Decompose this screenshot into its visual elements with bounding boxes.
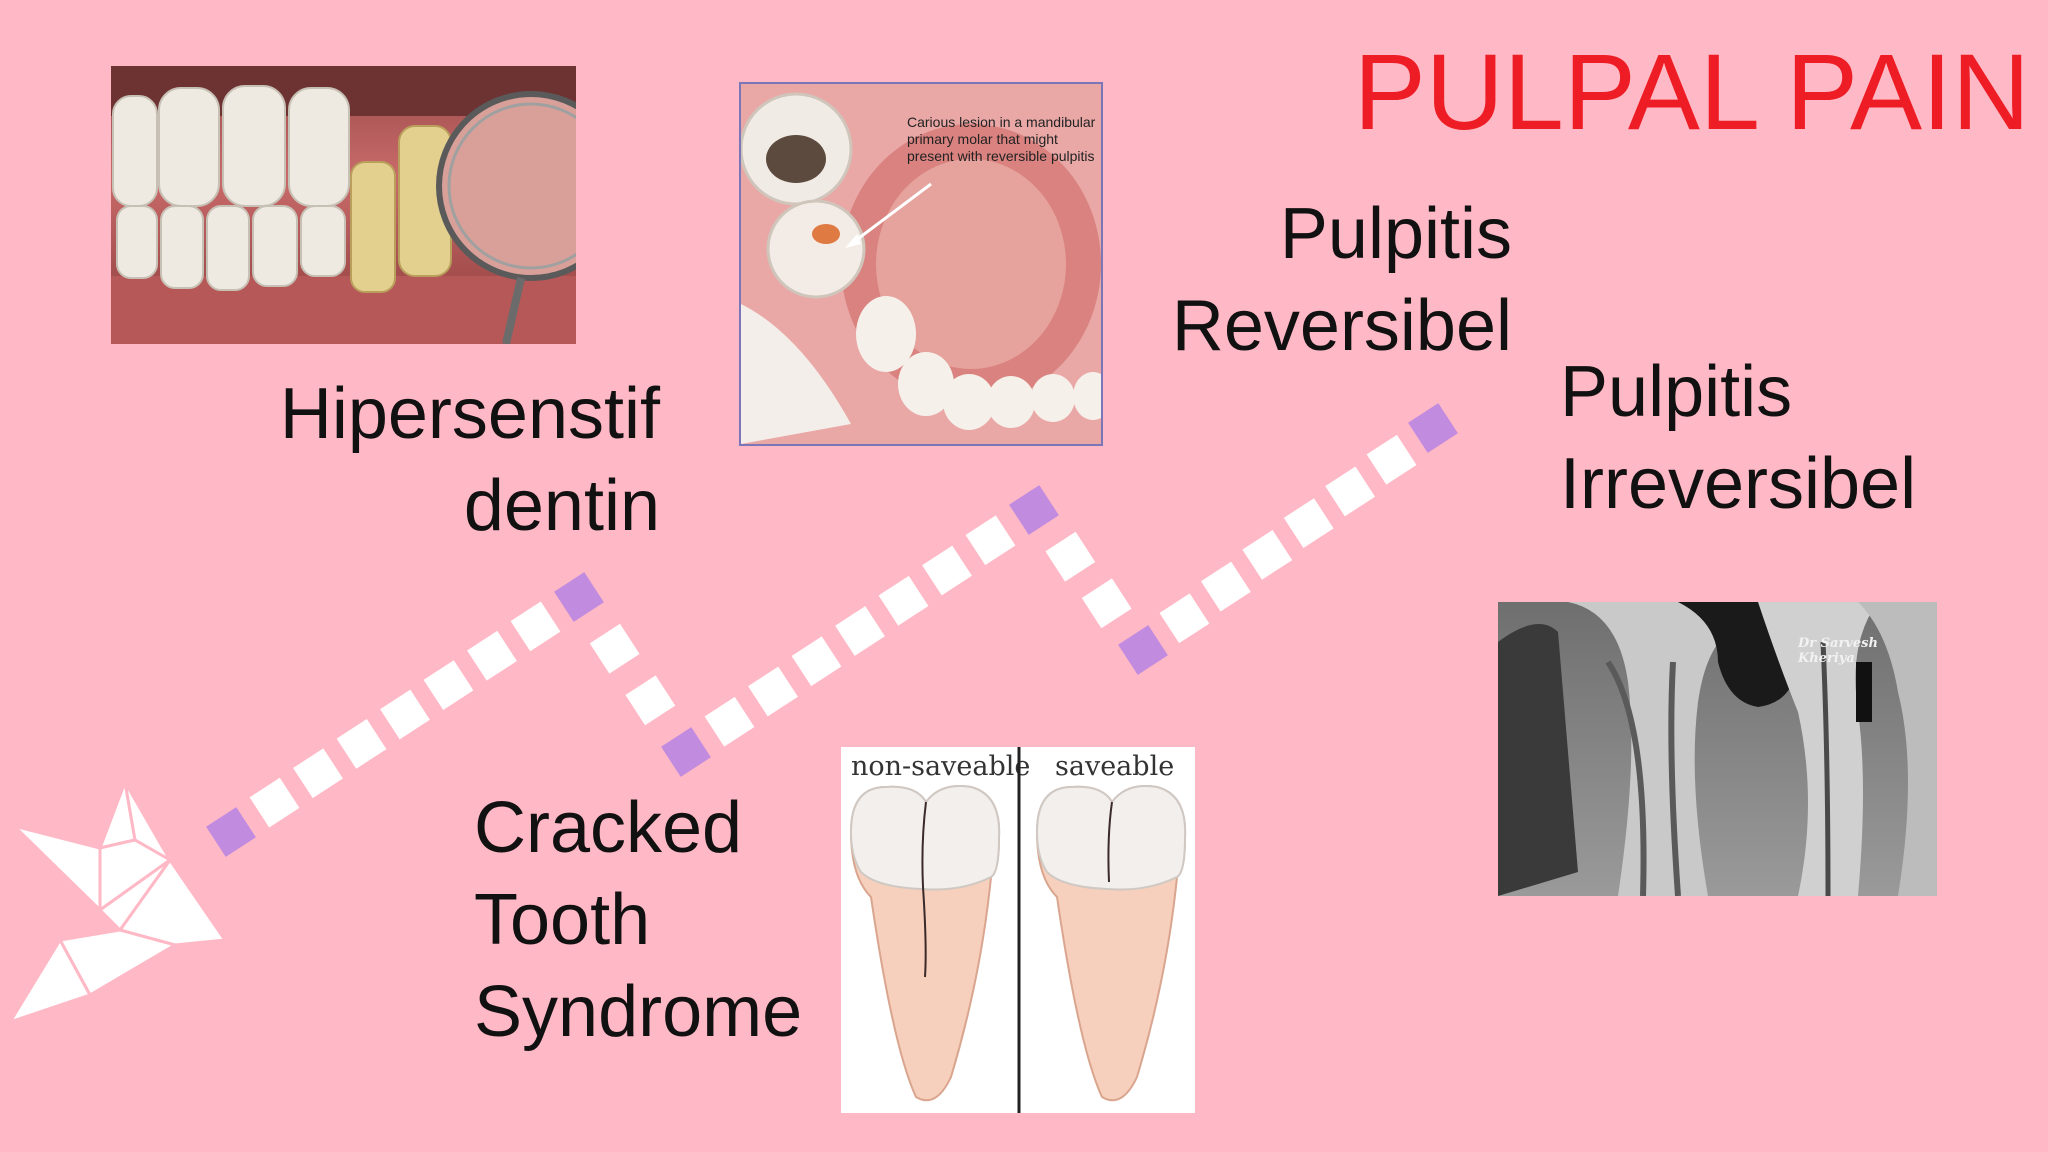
- carious-lesion-caption: Carious lesion in a mandibular primary m…: [907, 114, 1096, 164]
- path-square: [878, 575, 929, 626]
- path-square: [380, 689, 430, 740]
- path-square: [336, 718, 387, 769]
- path-node-square: [206, 807, 256, 857]
- path-square: [423, 660, 474, 711]
- path-square: [249, 777, 300, 828]
- xray-signature: Dr Sarvesh Kheriya: [1798, 636, 1878, 666]
- label-hipersensitif-dentin: Hipersenstif dentin: [279, 374, 660, 546]
- path-square: [1081, 578, 1132, 629]
- path-node-square: [1408, 403, 1458, 453]
- path-node-square: [554, 572, 604, 622]
- label-cracked-tooth-syndrome: Cracked Tooth Syndrome: [474, 788, 803, 1052]
- path-square: [1325, 466, 1376, 517]
- origami-bird-icon: [8, 780, 227, 1024]
- path-square: [965, 515, 1016, 566]
- cracked-tooth-diagram: non-saveable saveable: [841, 747, 1195, 1113]
- path-square: [1283, 498, 1334, 549]
- non-saveable-label: non-saveable: [851, 751, 1031, 782]
- path-square: [1366, 434, 1417, 485]
- saveable-label: saveable: [1055, 751, 1175, 782]
- slide-title: PULPAL PAIN: [1353, 31, 2030, 152]
- path-square: [835, 606, 885, 656]
- path-square: [922, 545, 972, 596]
- path-square: [293, 748, 343, 799]
- path-square: [1045, 531, 1096, 582]
- path-square: [1200, 561, 1251, 612]
- label-pulpitis-reversibel: Pulpitis Reversibel: [1171, 194, 1512, 366]
- path-square: [510, 601, 561, 652]
- path-square: [791, 636, 842, 687]
- path-square: [748, 666, 798, 717]
- path-square: [1159, 593, 1210, 644]
- path-square: [589, 623, 640, 674]
- path-node-square: [661, 727, 711, 777]
- dentin-hypersensitivity-photo: [111, 66, 576, 344]
- path-node-square: [1009, 485, 1059, 535]
- path-square: [467, 630, 517, 681]
- path-square: [704, 696, 755, 747]
- label-pulpitis-irreversibel: Pulpitis Irreversibel: [1560, 352, 1917, 524]
- pulpitis-xray: Dr Sarvesh Kheriya: [1498, 602, 1937, 896]
- carious-lesion-photo: Carious lesion in a mandibular primary m…: [739, 82, 1103, 446]
- path-node-square: [1118, 625, 1168, 675]
- path-square: [1242, 529, 1293, 580]
- path-square: [625, 675, 676, 726]
